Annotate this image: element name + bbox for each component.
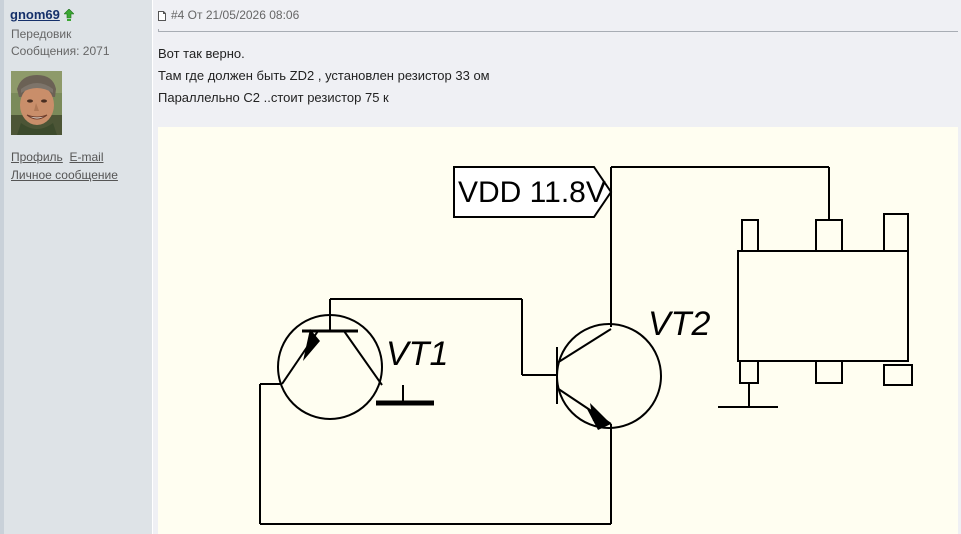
post-header: #4 От 21/05/2026 08:06 [158,8,299,22]
author-header: gnom69 [10,7,75,22]
post-line: Вот так верно. [158,46,245,61]
avatar[interactable] [11,71,62,135]
profile-link[interactable]: Профиль [11,150,63,164]
email-link[interactable]: E-mail [69,150,104,164]
vt2-label: VT2 [648,305,710,343]
online-status-icon [63,8,75,21]
vt1-label: VT1 [386,335,448,373]
post-header-divider [158,31,958,32]
document-icon[interactable] [158,10,166,21]
post-line: Там где должен быть ZD2 , установлен рез… [158,68,490,83]
post-header-divider-cap [158,29,159,32]
schematic-image[interactable]: VDD 11.8V VT1 VT2 [158,127,958,534]
author-post-count: Сообщения: 2071 [11,44,110,58]
author-links: Профиль E-mail Личное сообщение [11,148,118,184]
private-message-link[interactable]: Личное сообщение [11,168,118,182]
username-link[interactable]: gnom69 [10,7,60,22]
post-body: Вот так верно. Там где должен быть ZD2 ,… [158,43,490,109]
post-meta: #4 От 21/05/2026 08:06 [171,8,300,22]
author-rank: Передовик [11,27,72,41]
post-line: Параллельно С2 ..стоит резистор 75 к [158,90,389,105]
vdd-label: VDD 11.8V [458,176,606,209]
column-separator [152,0,153,534]
